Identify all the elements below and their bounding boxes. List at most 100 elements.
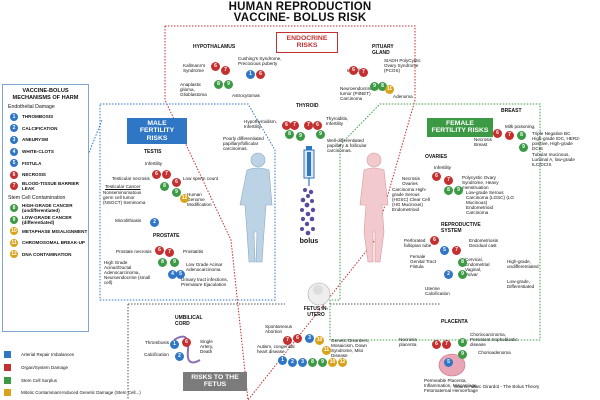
female-body-figure	[359, 152, 389, 263]
carcinoma-high-label: Carcinoma High-grade Serous (HGSC) Clear…	[392, 187, 430, 212]
mechanism-badge-6: 6	[430, 236, 439, 245]
legend-item-label: BLOOD-TISSUE BARRIER LEAK	[22, 181, 79, 192]
male-body-figure	[239, 152, 273, 263]
mechanism-badge-9: 9	[318, 358, 327, 367]
mechanism-badge-7: 7	[290, 121, 299, 130]
legend-stem-heading: Stem Cell Contamination	[8, 195, 66, 202]
mechanism-badge-6: 6	[211, 62, 220, 71]
mechanism-badge-8: 8	[160, 182, 169, 191]
mechanism-badge-5: 5	[444, 358, 453, 367]
mechanism-badge-7: 7	[359, 68, 368, 77]
mechanism-badge-6: 6	[493, 129, 502, 138]
key-swatch	[4, 389, 11, 396]
microlithiasis-label: Microlithiasis	[115, 218, 142, 223]
key-label: Arterial Repair Imbalances	[21, 352, 75, 357]
mechanism-badge-1: 1	[170, 340, 179, 349]
legend-item-label: LOW-GRADE CANCER (differentiated)	[22, 214, 72, 225]
uterine-calcification-label: Uterine Calcification	[425, 286, 450, 296]
legend-endothelial-heading: Endothelial Damage	[8, 104, 55, 110]
key-swatch	[4, 377, 11, 384]
urinary-label: Urinary tract infections, Premature Ejac…	[181, 277, 228, 287]
endocrine-risks-box: ENDOCRINE RISKS	[276, 32, 338, 53]
key-label: Mitotic Contaminant-Induced Genetic Dama…	[21, 390, 141, 395]
legend-item-11: 11 CHROMOSOMAL BREAK-UP	[10, 237, 88, 249]
bolus-particles	[300, 188, 316, 236]
umbilical-thrombosis-label: Thrombosis	[145, 340, 169, 345]
mechanism-badge-4: 4	[168, 270, 177, 279]
legend-item-label: NECROSIS	[22, 172, 46, 178]
testicular-cancer-label: Testicular Cancer	[105, 184, 141, 189]
placenta-label: PLACENTA	[441, 319, 468, 325]
necrosis-breast-label: Necrosis Breast	[474, 137, 492, 147]
mechanism-badge-6: 6	[172, 178, 181, 187]
fetus-frame	[127, 303, 440, 400]
testis-label: TESTIS	[144, 149, 162, 155]
astrocytomas-label: Astrocytomas	[232, 93, 260, 98]
mechanism-badge-3: 3	[298, 358, 307, 367]
female-fertility-risks-box: FEMALE FERTILITY RISKS	[427, 118, 493, 137]
mechanism-badge-7: 7	[444, 176, 453, 185]
legend-number-badge: 2	[10, 124, 18, 133]
poorly-diff-label: Poorly differentiated papillary/follicul…	[223, 136, 264, 151]
legend-number-badge: 4	[10, 147, 18, 156]
key-item-red: Organ/System Damage	[4, 364, 68, 371]
umbilical-calcification-label: Calcification	[144, 352, 169, 357]
mechanism-badge-7: 7	[283, 336, 292, 345]
legend-number-badge: 1	[10, 112, 18, 121]
neuroendocrine-label: Neuroendocrine tumor (PitNET) Carcinoma	[340, 86, 373, 101]
mechanism-badge-2: 2	[288, 358, 297, 367]
legend-link-line	[86, 119, 103, 159]
mechanism-badge-10: 10	[315, 336, 324, 345]
key-item-blue: Arterial Repair Imbalances	[4, 351, 74, 358]
high-grade-acinar-label: High Grade Acinar/Ductal Adenocarcinoma,…	[104, 260, 151, 285]
mechanism-badge-9: 9	[172, 188, 181, 197]
syringe-icon	[303, 146, 315, 186]
legend-item-label: DNA CONTAMINATION	[22, 251, 72, 257]
spontaneous-abortion-label: Spontaneous Abortion	[265, 324, 293, 334]
hypothyroidism-label: Hypothyroidism, Infertility	[244, 119, 277, 129]
mechanism-badge-6: 6	[155, 246, 164, 255]
mechanism-badge-6: 6	[282, 121, 291, 130]
mechanism-badge-2: 2	[175, 352, 184, 361]
mechanism-badge-9: 9	[224, 80, 233, 89]
male-frame	[99, 103, 276, 301]
permeable-placenta-label: Permeable Placenta, Inflammation, Miscar…	[424, 378, 478, 393]
mechanism-badge-3: 3	[305, 334, 314, 343]
ovaries-label: OVARIES	[425, 154, 448, 160]
legend-item-2: 2 CALCIFICATION	[10, 123, 88, 135]
mechanism-badge-7: 7	[452, 246, 461, 255]
legend-number-badge: 11	[10, 238, 18, 247]
legend-item-label: CHROMOSOMAL BREAK-UP	[22, 240, 85, 246]
mechanism-badge-6: 6	[349, 66, 358, 75]
legend-item-label: FISTULA	[22, 160, 42, 166]
legend-item-label: HIGH-GRADE CANCER (undifferentiated)	[22, 202, 73, 213]
key-swatch	[4, 351, 11, 358]
mechanism-badge-9: 9	[370, 82, 379, 91]
mechanism-badge-7: 7	[505, 131, 514, 140]
mechanism-badge-2: 2	[444, 270, 453, 279]
thyroid-label: THYROID	[296, 103, 319, 109]
risks-to-fetus-box: RISKS TO THE FETUS	[183, 372, 247, 391]
low-grade-acinar-label: Low Grade Acinar Adenocarcinoma	[186, 262, 223, 272]
mechanism-badge-7: 7	[304, 121, 313, 130]
mechanism-badge-8: 8	[517, 131, 526, 140]
title-line-2: VACCINE- BOLUS RISK	[233, 12, 367, 24]
well-diff-label: Well-differentiated papillary & follicul…	[327, 138, 367, 153]
mechanism-badge-6: 6	[256, 70, 265, 79]
legend-item-label: CALCIFICATION	[22, 125, 58, 131]
page-title: HUMAN REPRODUCTION VACCINE- BOLUS RISK	[200, 1, 400, 24]
mechanism-badge-2: 2	[150, 218, 159, 227]
mechanism-badge-6: 6	[152, 170, 161, 179]
mechanism-badge-8: 8	[458, 258, 467, 267]
mechanism-badge-8: 8	[285, 130, 294, 139]
mechanism-badge-9: 9	[519, 143, 528, 152]
mechanism-badge-7: 7	[165, 248, 174, 257]
